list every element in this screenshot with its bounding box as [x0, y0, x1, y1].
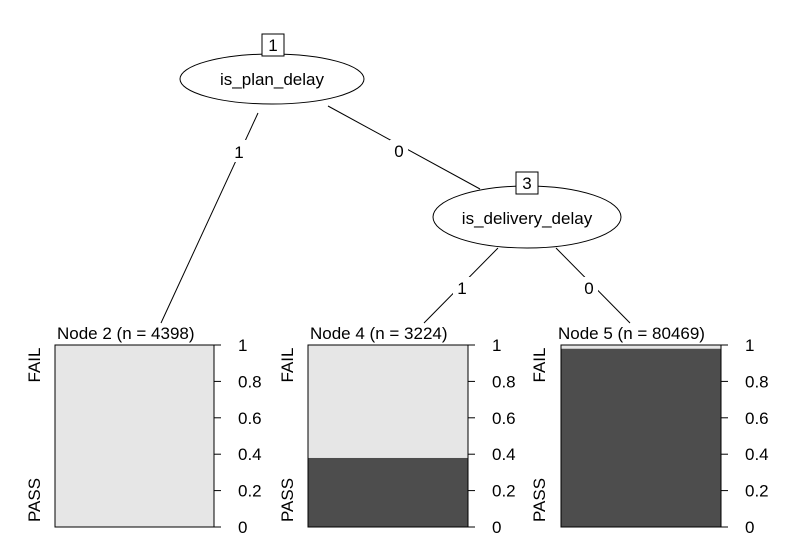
- y-axis: 0 0.2 0.4 0.6 0.8 1: [213, 336, 262, 537]
- y-tick-label: 0.6: [492, 409, 516, 428]
- y-tick-label: 0: [745, 518, 754, 537]
- y-tick-label: 0.2: [238, 482, 262, 501]
- fail-bar: [561, 345, 721, 349]
- edge-label-3-4: 1: [457, 279, 466, 298]
- inner-node-3: 3 is_delivery_delay: [432, 171, 622, 249]
- leaf-node-2: Node 2 (n = 4398) FAIL PASS 0 0.2 0.4 0.6 0.…: [25, 324, 262, 537]
- y-tick-label: 0.2: [745, 482, 769, 501]
- pass-axis-label: PASS: [25, 478, 44, 522]
- y-tick-label: 0.4: [238, 445, 262, 464]
- y-tick-label: 0.8: [745, 372, 769, 391]
- y-axis: 0 0.2 0.4 0.6 0.8 1: [467, 336, 516, 537]
- inner-node-1: 1 is_plan_delay: [179, 33, 365, 105]
- y-tick-label: 0.8: [492, 372, 516, 391]
- leaf-node-4: Node 4 (n = 3224) FAIL PASS 0 0.2 0.4 0.6 0.…: [278, 324, 516, 537]
- node-variable: is_plan_delay: [220, 70, 324, 89]
- y-tick-label: 1: [492, 336, 501, 355]
- fail-axis-label: FAIL: [25, 348, 44, 383]
- node-id-box: [515, 171, 539, 195]
- node-id: 1: [268, 36, 277, 55]
- pass-axis-label: PASS: [278, 478, 297, 522]
- y-tick-label: 0.8: [238, 372, 262, 391]
- fail-bar: [55, 345, 214, 527]
- fail-axis-label: FAIL: [530, 348, 549, 383]
- y-tick-label: 1: [745, 336, 754, 355]
- y-tick-label: 0: [238, 518, 247, 537]
- node-variable: is_delivery_delay: [462, 209, 593, 228]
- fail-bar: [308, 345, 468, 458]
- leaf-node-5: Node 5 (n = 80469) FAIL PASS 00.20.40.60…: [530, 324, 769, 537]
- node-id-box: [261, 33, 285, 57]
- edge-label-1-3: 0: [394, 142, 403, 161]
- edge-label-3-5: 0: [584, 279, 593, 298]
- pass-bar: [561, 348, 721, 527]
- y-tick-label: 0.6: [238, 409, 262, 428]
- fail-axis-label: FAIL: [278, 348, 297, 383]
- edge-label-1-2: 1: [234, 143, 243, 162]
- pass-axis-label: PASS: [530, 478, 549, 522]
- node-id: 3: [522, 174, 531, 193]
- y-axis: 0 0.2 0.4 0.6 0.8 1: [720, 336, 769, 537]
- leaf-title: Node 5 (n = 80469): [558, 324, 705, 343]
- y-tick-label: 0.4: [745, 445, 769, 464]
- edges: 1 0 1 0: [160, 105, 631, 324]
- y-tick-label: 0: [492, 518, 501, 537]
- y-tick-label: 0.4: [492, 445, 516, 464]
- y-tick-label: 0.6: [745, 409, 769, 428]
- leaf-title: Node 4 (n = 3224): [310, 324, 448, 343]
- pass-bar: [308, 457, 468, 527]
- y-tick-label: 1: [238, 336, 247, 355]
- leaf-title: Node 2 (n = 4398): [57, 324, 195, 343]
- y-tick-label: 0.2: [492, 482, 516, 501]
